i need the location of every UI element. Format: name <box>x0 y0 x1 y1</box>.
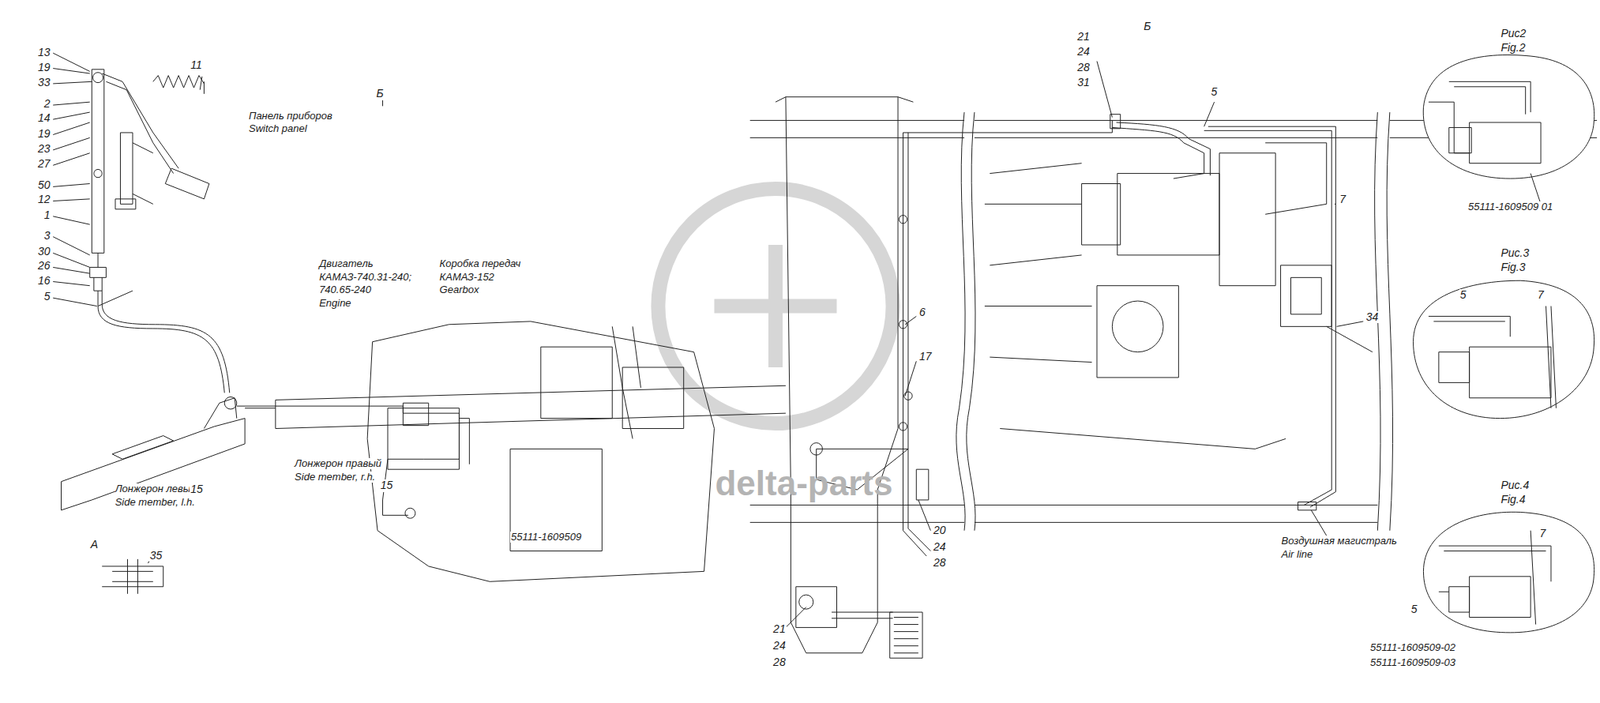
callout-number: 6 <box>918 306 927 319</box>
callout-number: 15 <box>189 483 204 496</box>
part-label: 55111-1609509 <box>510 531 583 543</box>
callout-number: 17 <box>918 350 933 363</box>
callout-number: 24 <box>932 540 947 553</box>
callout-number: 5 <box>1410 603 1419 616</box>
callout-number: 12 <box>37 193 52 206</box>
callout-number: 20 <box>932 524 947 537</box>
part-label: Рис.3 <box>1499 247 1530 260</box>
callout-number: 24 <box>772 639 787 652</box>
part-label: 55111-1609509 01 <box>1467 201 1554 213</box>
callout-number: 28 <box>772 656 787 669</box>
part-label: 55111-1609509-02 <box>1369 642 1457 654</box>
callout-number: 14 <box>37 112 52 124</box>
callout-number: 28 <box>1076 61 1091 74</box>
part-label: КАМАЗ-740.31-240; <box>318 271 413 283</box>
engine-gearbox-outline <box>236 321 786 582</box>
callout-number: 7 <box>1536 289 1545 301</box>
callout-number: 50 <box>37 179 52 192</box>
part-label: Fig.3 <box>1499 261 1526 274</box>
part-label: Рис.4 <box>1499 479 1530 492</box>
leader-lines <box>52 52 1541 628</box>
callout-number: 34 <box>1365 311 1380 324</box>
callout-number: 28 <box>932 556 947 569</box>
part-label: Side member, r.h. <box>293 471 376 483</box>
clutch-pedal-assembly <box>61 69 246 511</box>
callout-number: 23 <box>37 142 52 155</box>
callout-number: 26 <box>37 259 52 272</box>
part-label: Лонжерон левый <box>114 483 198 495</box>
callout-number: 5 <box>43 290 52 303</box>
chassis-frame-view <box>750 97 1597 658</box>
part-label: Gearbox <box>439 284 481 296</box>
part-label: Воздушная магистраль <box>1280 535 1398 547</box>
callout-number: 5 <box>1209 86 1218 98</box>
inset-parts <box>1428 81 1557 624</box>
detail-insets <box>1413 55 1595 633</box>
callout-number: 1 <box>43 209 52 222</box>
callout-number: 27 <box>37 157 52 170</box>
callout-number: 16 <box>37 274 52 287</box>
part-label: Air line <box>1280 548 1315 560</box>
callout-number: 30 <box>37 245 52 258</box>
part-label: Панель приборов <box>247 110 334 122</box>
callout-number: 2 <box>43 97 52 110</box>
part-label: Лонжерон правый <box>293 458 383 470</box>
part-label: Б <box>375 87 384 100</box>
callout-number: 11 <box>189 59 203 72</box>
part-label: А <box>90 538 99 551</box>
callout-number: 21 <box>772 623 787 635</box>
callout-number: 5 <box>1459 289 1468 301</box>
part-label: Engine <box>318 297 352 309</box>
callout-number: 7 <box>1538 527 1547 540</box>
callout-number: 31 <box>1076 76 1091 89</box>
callout-number: 3 <box>43 229 52 242</box>
part-label: Switch panel <box>247 123 308 135</box>
callout-number: 21 <box>1076 30 1091 43</box>
part-label: Б <box>1142 20 1152 33</box>
part-label: Side member, l.h. <box>114 496 196 508</box>
callout-number: 13 <box>37 46 52 59</box>
callout-number: 19 <box>37 127 52 140</box>
part-label: Fig.4 <box>1499 493 1526 506</box>
callout-number: 35 <box>149 549 164 562</box>
callout-number: 24 <box>1076 45 1091 58</box>
watermark-text: delta-parts <box>713 464 894 503</box>
part-label: КАМАЗ-152 <box>439 271 496 283</box>
callout-number: 33 <box>37 76 52 89</box>
part-label: Fig.2 <box>1499 41 1526 54</box>
part-label: Двигатель <box>318 258 374 270</box>
callout-number: 15 <box>379 479 395 492</box>
callout-number: 19 <box>37 61 52 74</box>
callout-number: 7 <box>1338 193 1347 206</box>
part-label: 55111-1609509-03 <box>1369 657 1457 669</box>
part-label: Коробка передач <box>439 258 523 270</box>
part-label: 740.65-240 <box>318 284 372 296</box>
part-label: Рис2 <box>1499 27 1527 40</box>
